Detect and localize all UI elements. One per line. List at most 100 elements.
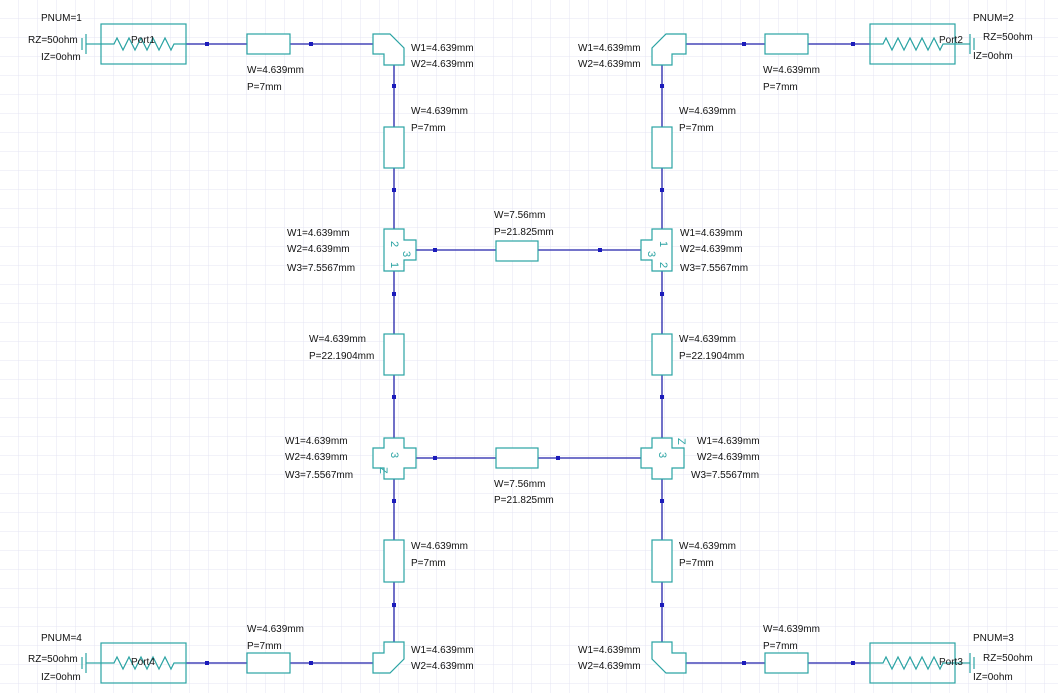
tee-upper-right[interactable]: 1 3 2 — [640, 228, 673, 272]
port1-name: Port1 — [131, 35, 155, 46]
tee-lower-right-w1: W1=4.639mm — [697, 436, 760, 447]
tline-left-lower-p: P=7mm — [411, 558, 446, 569]
port3-component[interactable]: Port3 PNUM=3 RZ=50ohm IZ=0ohm — [869, 633, 1033, 684]
tee-lower-left-w1: W1=4.639mm — [285, 436, 348, 447]
tline-bottom-right-p: P=7mm — [763, 641, 798, 652]
node-dot — [392, 499, 396, 503]
tline-left-lower[interactable] — [383, 539, 405, 583]
node-dot — [742, 42, 746, 46]
node-dot — [556, 456, 560, 460]
tline-right-upper-w: W=4.639mm — [679, 106, 736, 117]
tline-left-middle-w: W=4.639mm — [309, 334, 366, 345]
node-dot — [742, 661, 746, 665]
tline-right-middle[interactable] — [651, 333, 673, 376]
tee-lower-right-w2: W2=4.639mm — [697, 452, 760, 463]
node-dot — [392, 395, 396, 399]
tee-body — [640, 437, 685, 480]
tline-right-middle-w: W=4.639mm — [679, 334, 736, 345]
node-dot — [660, 84, 664, 88]
tee-upper-left[interactable]: 2 3 1 — [383, 228, 417, 272]
port3-rz: RZ=50ohm — [983, 653, 1033, 664]
tee-upper-right-w3: W3=7.5567mm — [680, 263, 748, 274]
port4-pnum: PNUM=4 — [41, 633, 82, 644]
tline-middle-upper-w: W=7.56mm — [494, 210, 545, 221]
tline-top-right[interactable] — [764, 33, 809, 55]
tee-lower-right[interactable]: 3 Z — [640, 437, 687, 480]
port1-iz: IZ=0ohm — [41, 52, 81, 63]
tline-left-lower-w: W=4.639mm — [411, 541, 468, 552]
tee-pin-label: 1 — [657, 241, 669, 247]
bend-top-right[interactable] — [651, 33, 687, 66]
tline-right-lower[interactable] — [651, 539, 673, 583]
resistor-icon — [870, 36, 955, 52]
tline-bottom-left-w: W=4.639mm — [247, 624, 304, 635]
tee-pin-label: 3 — [645, 251, 657, 257]
bend-top-left[interactable] — [372, 33, 405, 66]
node-dot — [392, 84, 396, 88]
bend-bottom-right[interactable] — [651, 641, 687, 674]
tee-pin-label: 3 — [400, 251, 412, 257]
port2-rz: RZ=50ohm — [983, 32, 1033, 43]
bend-bottom-left[interactable] — [372, 641, 405, 674]
tline-bottom-right-w: W=4.639mm — [763, 624, 820, 635]
node-dot — [660, 292, 664, 296]
tline-top-right-p: P=7mm — [763, 82, 798, 93]
node-dot — [851, 42, 855, 46]
node-dot — [660, 499, 664, 503]
tline-right-middle-p: P=22.1904mm — [679, 351, 744, 362]
tee-pin-label: 1 — [388, 262, 400, 268]
node-dot — [392, 292, 396, 296]
tee-pin-label: Z — [377, 467, 389, 474]
bend-top-right-w1: W1=4.639mm — [578, 43, 641, 54]
tline-middle-lower[interactable] — [495, 447, 539, 469]
node-dot — [392, 603, 396, 607]
tee-lower-left-w2: W2=4.639mm — [285, 452, 348, 463]
port2-name: Port2 — [939, 35, 963, 46]
port1-component[interactable]: Port1 PNUM=1 RZ=50ohm IZ=0ohm — [28, 13, 187, 65]
node-dot — [205, 42, 209, 46]
tee-pin-label: 3 — [388, 452, 400, 458]
bend-bottom-left-w2: W2=4.639mm — [411, 661, 474, 672]
tee-body — [372, 437, 417, 480]
port3-pnum: PNUM=3 — [973, 633, 1014, 644]
port2-component[interactable]: Port2 PNUM=2 RZ=50ohm IZ=0ohm — [869, 13, 1033, 65]
bend-top-left-w1: W1=4.639mm — [411, 43, 474, 54]
port4-name: Port4 — [131, 657, 155, 668]
tee-pin-label: Z — [675, 438, 687, 445]
node-dot — [660, 395, 664, 399]
tline-top-right-w: W=4.639mm — [763, 65, 820, 76]
node-dot — [205, 661, 209, 665]
port1-pnum: PNUM=1 — [41, 13, 82, 24]
tline-bottom-right[interactable] — [764, 652, 809, 674]
tee-lower-left[interactable]: 3 Z — [372, 437, 417, 480]
node-dot — [309, 661, 313, 665]
tline-bottom-left[interactable] — [246, 652, 291, 674]
tee-lower-left-w3: W3=7.5567mm — [285, 470, 353, 481]
node-dot — [660, 603, 664, 607]
resistor-icon — [101, 36, 186, 52]
tline-middle-upper[interactable] — [495, 240, 539, 262]
tline-top-left[interactable] — [246, 33, 291, 55]
tline-left-middle-p: P=22.1904mm — [309, 351, 374, 362]
tline-middle-lower-w: W=7.56mm — [494, 479, 545, 490]
tline-left-middle[interactable] — [383, 333, 405, 376]
tline-middle-upper-p: P=21.825mm — [494, 227, 554, 238]
resistor-icon — [870, 655, 955, 671]
tee-upper-right-w2: W2=4.639mm — [680, 244, 743, 255]
port3-iz: IZ=0ohm — [973, 672, 1013, 683]
tee-lower-right-w3: W3=7.5567mm — [691, 470, 759, 481]
tline-top-left-w: W=4.639mm — [247, 65, 304, 76]
tee-body — [383, 228, 417, 272]
bend-bottom-left-w1: W1=4.639mm — [411, 645, 474, 656]
tline-right-upper[interactable] — [651, 126, 673, 169]
tee-body — [640, 228, 673, 272]
node-dot — [433, 248, 437, 252]
tline-bottom-left-p: P=7mm — [247, 641, 282, 652]
tline-left-upper[interactable] — [383, 126, 405, 169]
port2-pnum: PNUM=2 — [973, 13, 1014, 24]
port4-component[interactable]: Port4 PNUM=4 RZ=50ohm IZ=0ohm — [28, 633, 187, 684]
node-dot — [433, 456, 437, 460]
resistor-icon — [101, 655, 186, 671]
